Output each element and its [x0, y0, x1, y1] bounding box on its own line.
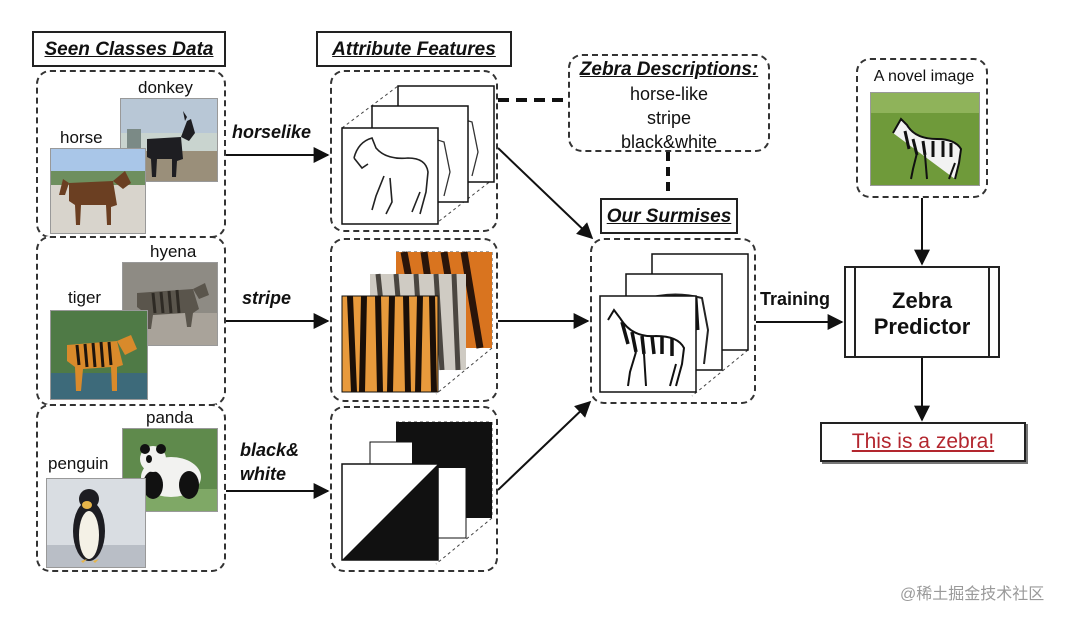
- novel-image-box: A novel image: [856, 58, 988, 198]
- desc-horse-like: horse-like: [629, 84, 709, 104]
- penguin-photo: [46, 478, 146, 568]
- zebra-descriptions-header: Zebra Descriptions:: [579, 59, 759, 80]
- surmise-zebra-box: [590, 238, 756, 404]
- tiger-label: tiger: [68, 288, 102, 307]
- seen-group-penguin-panda: panda penguin: [36, 404, 226, 572]
- hyena-label: hyena: [150, 242, 197, 261]
- desc-stripe: stripe: [646, 108, 691, 128]
- donkey-label: donkey: [138, 78, 193, 97]
- result-text: This is a zebra!: [851, 430, 995, 453]
- zebra-predictor-box: Zebra Predictor: [844, 266, 1000, 358]
- tiger-photo: [50, 310, 148, 400]
- horse-photo: [50, 148, 146, 234]
- our-surmises-header: Our Surmises: [600, 198, 738, 234]
- predictor-title-line1: Zebra: [892, 288, 952, 313]
- panda-label: panda: [146, 408, 194, 427]
- seen-classes-header: Seen Classes Data: [32, 31, 226, 67]
- zebra-sketch-front: [599, 295, 697, 393]
- label-black-white-line1: black&: [240, 440, 300, 460]
- penguin-label: penguin: [48, 454, 109, 473]
- zebra-descriptions-box: Zebra Descriptions: horse-like stripe bl…: [568, 54, 770, 152]
- bw-texture-front: [341, 463, 439, 561]
- predictor-left-rule: [854, 268, 856, 356]
- arrow-attr1-surmise: [497, 147, 594, 240]
- novel-image-label: A novel image: [873, 68, 975, 85]
- horse-sketch-front: [341, 127, 439, 225]
- predictor-right-rule: [988, 268, 990, 356]
- result-box: This is a zebra!: [820, 422, 1026, 462]
- label-stripe: stripe: [242, 288, 292, 308]
- novel-zebra-photo: [870, 92, 980, 186]
- label-black-white-line2: white: [240, 464, 287, 484]
- label-horselike: horselike: [232, 122, 312, 142]
- training-label: Training: [760, 289, 831, 309]
- seen-group-tiger-hyena: hyena tiger: [36, 236, 226, 406]
- watermark: @稀土掘金技术社区: [900, 586, 1045, 603]
- attribute-horselike-box: [330, 70, 498, 232]
- arrow-attr3-surmise: [497, 400, 592, 491]
- seen-group-horse-donkey: donkey horse: [36, 70, 226, 238]
- desc-black-white: black&white: [620, 132, 718, 152]
- attribute-stripe-box: [330, 238, 498, 402]
- tiger-stripe-texture-front: [341, 295, 439, 393]
- predictor-title-line2: Predictor: [873, 314, 971, 339]
- attribute-features-header: Attribute Features: [316, 31, 512, 67]
- attribute-black-white-box: [330, 406, 498, 572]
- horse-label: horse: [60, 128, 103, 147]
